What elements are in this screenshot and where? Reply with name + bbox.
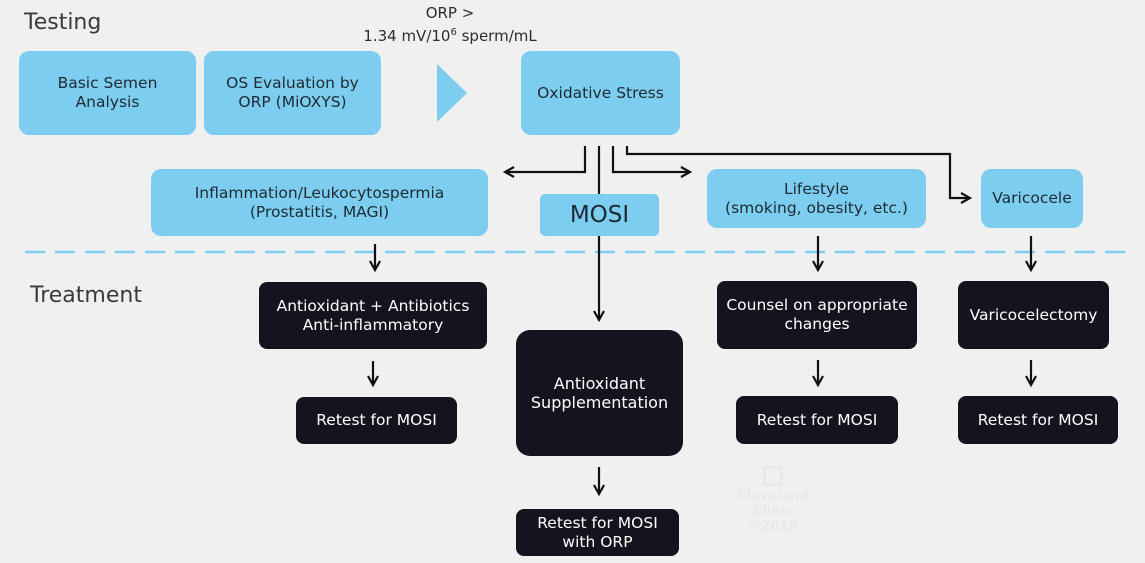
mosi-box: MOSI	[540, 194, 659, 236]
watermark-line1: Cleveland	[737, 489, 809, 504]
testing-section-label: Testing	[24, 10, 102, 35]
cleveland-clinic-logo-icon	[763, 466, 783, 486]
retest-inflammation-box: Retest for MOSI	[296, 397, 457, 444]
retest-mosi-line2: with ORP	[562, 532, 633, 551]
semen-analysis-box: Basic Semen Analysis	[19, 51, 196, 135]
watermark-line2: Clinic	[753, 504, 793, 519]
orp-threshold-label: ORP > 1.34 mV/106 sperm/mL	[340, 4, 560, 46]
orp-threshold-line1: ORP >	[425, 4, 475, 22]
cleveland-clinic-watermark: Cleveland Clinic ©2019	[728, 466, 818, 534]
arrow-to-varicocele	[625, 146, 970, 198]
oxidative-stress-box: Oxidative Stress	[521, 51, 680, 135]
antibiotics-treatment-box: Antioxidant + Antibiotics Anti-inflammat…	[259, 282, 487, 349]
retest-lifestyle-box: Retest for MOSI	[736, 396, 898, 444]
lifestyle-subtitle: (smoking, obesity, etc.)	[725, 198, 908, 217]
supplementation-treatment-box: Antioxidant Supplementation	[516, 330, 683, 456]
arrow-to-inflammation	[505, 146, 587, 172]
lifestyle-box: Lifestyle (smoking, obesity, etc.)	[707, 169, 926, 228]
retest-mosi-line1: Retest for MOSI	[537, 513, 658, 532]
flow-arrow-triangle	[437, 64, 467, 122]
counsel-treatment-box: Counsel on appropriate changes	[717, 281, 917, 349]
inflammation-title: Inflammation/Leukocytospermia	[194, 183, 445, 202]
antibiotics-line1: Antioxidant + Antibiotics	[276, 296, 470, 315]
lifestyle-title: Lifestyle	[783, 179, 850, 198]
os-evaluation-box: OS Evaluation by ORP (MiOXYS)	[204, 51, 381, 135]
varicocele-box: Varicocele	[981, 169, 1083, 228]
inflammation-subtitle: (Prostatitis, MAGI)	[249, 202, 390, 221]
treatment-section-label: Treatment	[30, 283, 142, 308]
watermark-line3: ©2019	[748, 519, 798, 534]
inflammation-box: Inflammation/Leukocytospermia (Prostatit…	[151, 169, 488, 236]
retest-varicocele-box: Retest for MOSI	[958, 396, 1118, 444]
arrow-to-lifestyle	[611, 146, 690, 172]
antibiotics-line2: Anti-inflammatory	[302, 315, 444, 334]
retest-mosi-orp-box: Retest for MOSI with ORP	[516, 509, 679, 556]
orp-threshold-line2: 1.34 mV/106 sperm/mL	[363, 27, 537, 45]
varicocelectomy-treatment-box: Varicocelectomy	[958, 281, 1109, 349]
